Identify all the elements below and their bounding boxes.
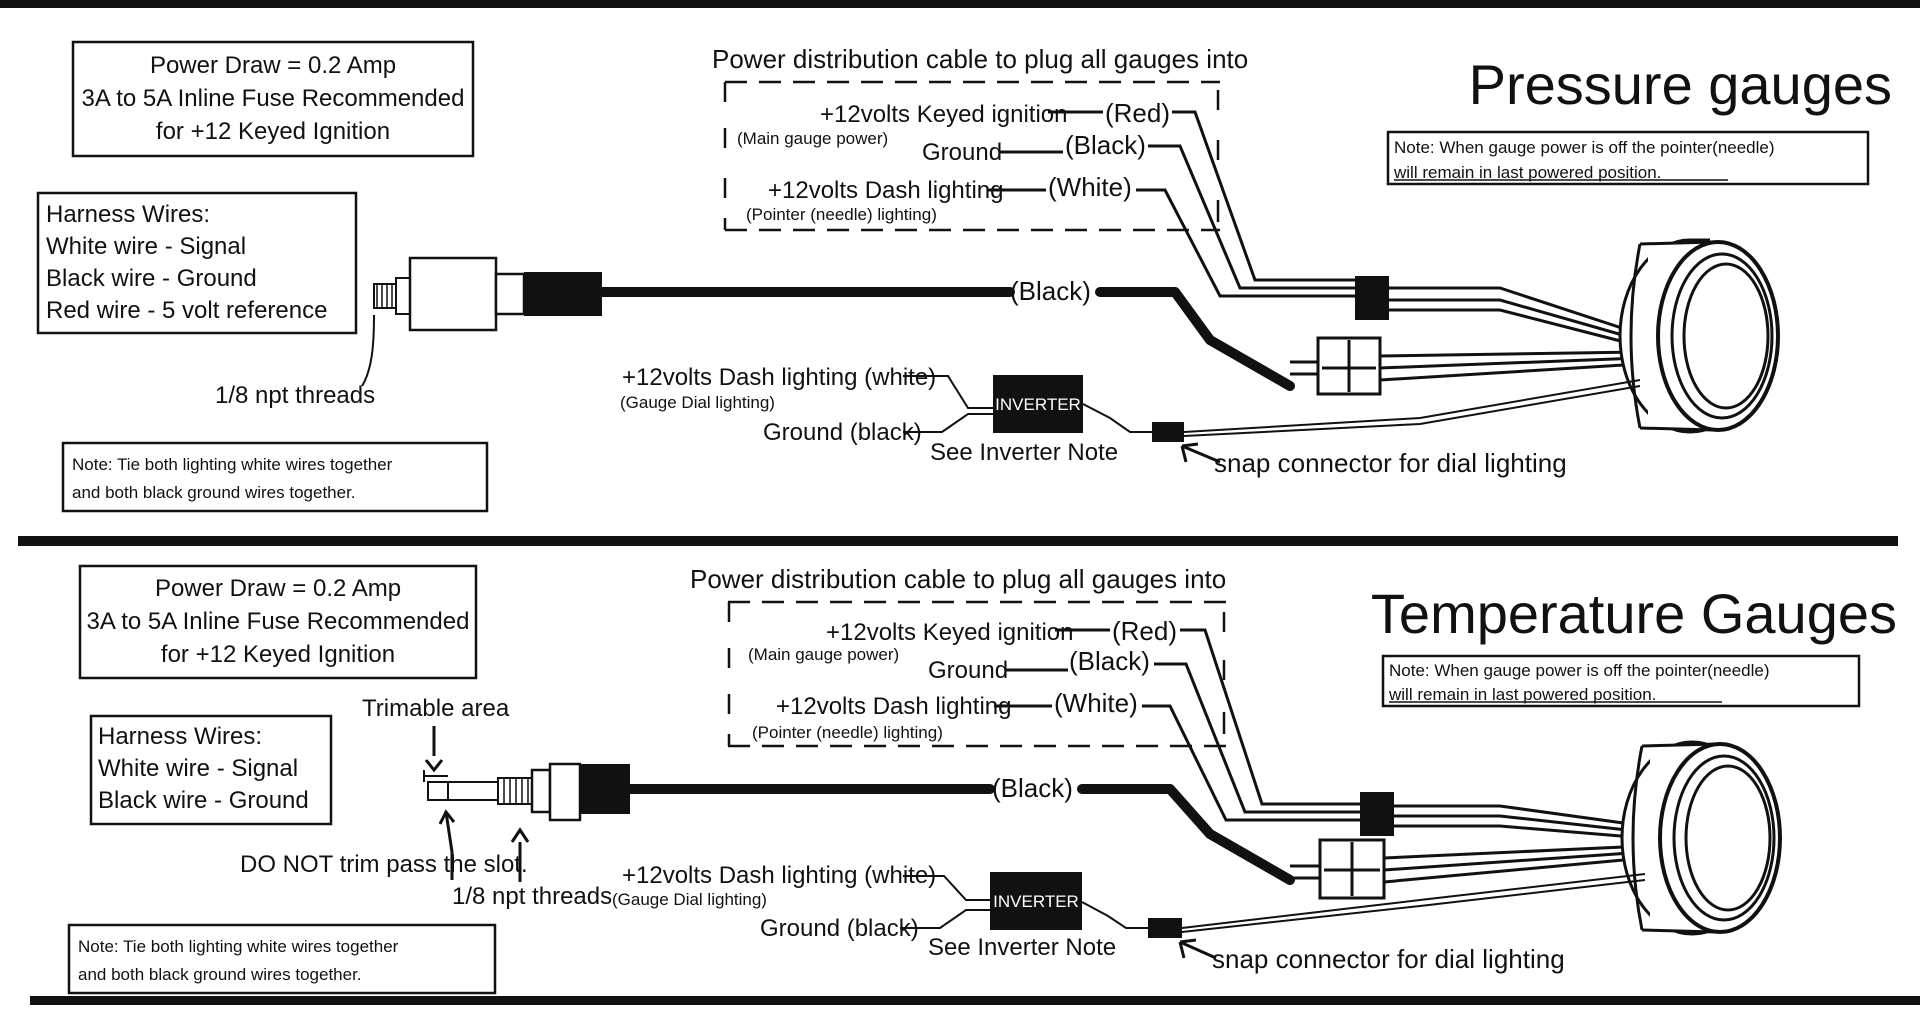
ground-wire-label: Ground bbox=[922, 139, 1002, 166]
trimable-label: Trimable area bbox=[362, 695, 510, 722]
harness-wires-box bbox=[89, 714, 333, 826]
power-draw-box bbox=[78, 564, 478, 680]
snap-arrow bbox=[1180, 442, 1221, 464]
ignition-sub: (Main gauge power) bbox=[737, 129, 888, 148]
power-connector bbox=[1360, 792, 1394, 836]
threads-label: 1/8 npt threads bbox=[215, 382, 375, 409]
dash-wire-label: +12volts Dash lighting bbox=[776, 693, 1011, 720]
harness-white: White wire - Signal bbox=[46, 233, 246, 260]
dial-light-sub: (Gauge Dial lighting) bbox=[620, 393, 775, 412]
section-title: Pressure gauges bbox=[1469, 53, 1892, 116]
top-band bbox=[0, 0, 1920, 8]
power-draw-box bbox=[71, 40, 475, 158]
ground-wire-label: Ground bbox=[928, 657, 1008, 684]
harness-black: Black wire - Ground bbox=[98, 787, 309, 814]
ignition-line: for +12 Keyed Ignition bbox=[156, 118, 390, 145]
inverter-box bbox=[993, 375, 1083, 433]
power-off-note-2: will remain in last powered position. bbox=[1393, 163, 1661, 182]
ignition-wire-label: +12volts Keyed ignition bbox=[826, 619, 1074, 646]
tie-note-2: and both black ground wires together. bbox=[72, 483, 356, 502]
fuse-line: 3A to 5A Inline Fuse Recommended bbox=[82, 85, 465, 112]
bottom-band bbox=[30, 996, 1920, 1005]
inverter-label: INVERTER bbox=[995, 395, 1081, 414]
ground-wire-color: (Black) bbox=[1065, 130, 1146, 160]
no-trim-label: DO NOT trim pass the slot. bbox=[240, 851, 528, 878]
black-wire-label: (Black) bbox=[1010, 276, 1091, 306]
tie-note-1: Note: Tie both lighting white wires toge… bbox=[78, 937, 399, 956]
pressure-section: Pressure gauges Power Draw = 0.2 Amp 3A … bbox=[36, 40, 1892, 513]
threads-pointer bbox=[361, 314, 375, 387]
pressure-gauge bbox=[1618, 238, 1780, 434]
section-title: Temperature Gauges bbox=[1371, 582, 1897, 645]
dial-light-sub: (Gauge Dial lighting) bbox=[612, 890, 767, 909]
fuse-line: 3A to 5A Inline Fuse Recommended bbox=[87, 608, 470, 635]
dash-wire-color: (White) bbox=[1054, 688, 1138, 718]
harness-black: Black wire - Ground bbox=[46, 265, 257, 292]
inverter-box bbox=[990, 872, 1082, 930]
snap-connector bbox=[1148, 918, 1182, 938]
inverter-label: INVERTER bbox=[993, 892, 1079, 911]
snap-label: snap connector for dial lighting bbox=[1212, 944, 1565, 974]
power-draw-line: Power Draw = 0.2 Amp bbox=[150, 52, 396, 79]
ignition-wire-color: (Red) bbox=[1105, 98, 1170, 128]
dial-ground-label: Ground (black) bbox=[763, 419, 922, 446]
dash-wire-label: +12volts Dash lighting bbox=[768, 177, 1003, 204]
power-off-note-box bbox=[1386, 130, 1870, 186]
snap-label: snap connector for dial lighting bbox=[1214, 448, 1567, 478]
snap-arrow bbox=[1178, 938, 1217, 960]
power-off-note-box bbox=[1381, 654, 1861, 708]
dial-light-label: +12volts Dash lighting (white) bbox=[622, 364, 936, 391]
tie-note-2: and both black ground wires together. bbox=[78, 965, 362, 984]
dial-light-label: +12volts Dash lighting (white) bbox=[622, 862, 936, 889]
pressure-sender bbox=[373, 256, 602, 332]
threads-label: 1/8 npt threads bbox=[452, 883, 612, 910]
power-draw-line: Power Draw = 0.2 Amp bbox=[155, 575, 401, 602]
inverter-note: See Inverter Note bbox=[930, 439, 1118, 466]
ignition-wire-label: +12volts Keyed ignition bbox=[820, 101, 1068, 128]
dial-ground-label: Ground (black) bbox=[760, 915, 919, 942]
ground-wire-color: (Black) bbox=[1069, 646, 1150, 676]
temperature-sender bbox=[427, 762, 630, 822]
dash-sub: (Pointer (needle) lighting) bbox=[746, 205, 937, 224]
ignition-line: for +12 Keyed Ignition bbox=[161, 641, 395, 668]
temperature-section: Temperature Gauges Power Draw = 0.2 Amp … bbox=[67, 564, 1897, 995]
ignition-wire-color: (Red) bbox=[1112, 616, 1177, 646]
power-connector bbox=[1355, 276, 1389, 320]
temperature-gauge bbox=[1620, 740, 1782, 936]
dash-sub: (Pointer (needle) lighting) bbox=[752, 723, 943, 742]
harness-red: Red wire - 5 volt reference bbox=[46, 297, 327, 324]
snap-connector bbox=[1152, 422, 1184, 442]
dash-wire-color: (White) bbox=[1048, 172, 1132, 202]
divider-band bbox=[18, 536, 1898, 546]
power-off-note-1: Note: When gauge power is off the pointe… bbox=[1389, 661, 1770, 680]
dist-cable-title: Power distribution cable to plug all gau… bbox=[690, 564, 1226, 594]
dist-cable-title: Power distribution cable to plug all gau… bbox=[712, 44, 1248, 74]
black-wire-label: (Black) bbox=[992, 773, 1073, 803]
tie-wires-note-box bbox=[67, 923, 497, 995]
harness-title: Harness Wires: bbox=[46, 201, 210, 228]
harness-title: Harness Wires: bbox=[98, 723, 262, 750]
tie-note-1: Note: Tie both lighting white wires toge… bbox=[72, 455, 393, 474]
inverter-note: See Inverter Note bbox=[928, 934, 1116, 961]
ignition-sub: (Main gauge power) bbox=[748, 645, 899, 664]
tie-wires-note-box bbox=[61, 441, 489, 513]
harness-white: White wire - Signal bbox=[98, 755, 298, 782]
power-off-note-1: Note: When gauge power is off the pointe… bbox=[1394, 138, 1775, 157]
harness-wires-box bbox=[36, 191, 358, 335]
power-off-note-2: will remain in last powered position. bbox=[1388, 685, 1656, 704]
